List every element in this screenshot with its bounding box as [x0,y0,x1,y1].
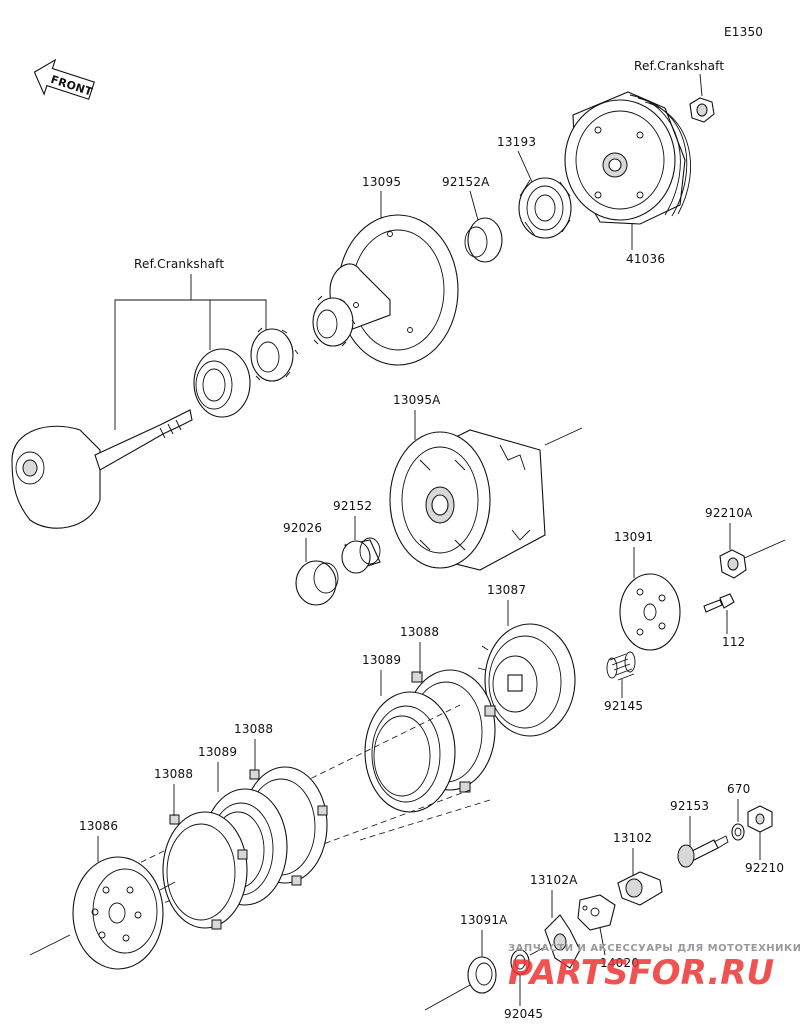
label-ref-crankshaft-left: Ref.Crankshaft [134,257,224,271]
rod-92153 [677,835,729,868]
watermark-brand: PARTSFOR.RU [508,953,774,993]
crank-bearing [193,348,251,418]
clutch-hub-13095A [389,429,546,571]
label-13089-b: 13089 [198,745,237,759]
label-41036: 41036 [626,252,665,266]
pressure-plate-13087 [477,623,576,737]
label-92026: 92026 [283,521,322,535]
starter-gear-13095 [329,214,459,366]
label-92210A: 92210A [705,506,753,520]
label-13088-c: 13088 [154,767,193,781]
label-13087: 13087 [487,583,526,597]
one-way-clutch-13193 [518,177,572,239]
friction-plate-13088-c [162,811,248,930]
label-13086: 13086 [79,819,118,833]
washer-670 [731,823,745,841]
label-14020: 14020 [600,956,639,970]
label-13193: 13193 [497,135,536,149]
label-92145: 92145 [604,699,643,713]
cam-13102A [544,914,581,969]
label-92045: 92045 [504,1007,543,1021]
label-13088-b: 13088 [234,722,273,736]
label-92153: 92153 [670,799,709,813]
crank-gear [250,327,299,382]
plate-13091A [467,956,497,994]
steel-plate-13089-a [364,691,456,813]
nut-92210 [747,805,773,833]
nut-ref-crankshaft [689,97,715,123]
collar-92026 [295,560,339,606]
clutch-housing-41036 [564,91,691,225]
watermark-tagline: ЗАПЧАСТИ И АКСЕССУАРЫ ДЛЯ МОТОТЕХНИКИ [508,943,800,954]
label-92152A: 92152A [442,175,490,189]
crankshaft [11,409,193,529]
front-arrow-icon: FRONT [33,58,95,100]
bushing-92152A [464,217,503,263]
bushing-92152 [341,537,381,574]
label-13095A: 13095A [393,393,441,407]
label-13095: 13095 [362,175,401,189]
label-ref-crankshaft-top: Ref.Crankshaft [634,59,724,73]
label-670: 670 [727,782,751,796]
label-13089-a: 13089 [362,653,401,667]
diagram-code: E1350 [724,25,763,39]
label-112: 112 [722,635,746,649]
starter-gear-teeth [312,295,356,347]
label-92210: 92210 [745,861,784,875]
watermark: ЗАПЧАСТИ И АКСЕССУАРЫ ДЛЯ МОТОТЕХНИКИ PA… [508,943,800,993]
label-13088-a: 13088 [400,625,439,639]
label-13102: 13102 [613,831,652,845]
label-13091: 13091 [614,530,653,544]
label-92152: 92152 [333,499,372,513]
lever-13102 [617,871,663,906]
plate-13086 [72,856,164,970]
label-13102A: 13102A [530,873,578,887]
spring-92145 [606,651,636,681]
plate-13091 [619,573,681,651]
bolt-112 [703,593,735,613]
label-13091A: 13091A [460,913,508,927]
nut-92210A [719,549,747,579]
guide-14020 [577,894,616,931]
